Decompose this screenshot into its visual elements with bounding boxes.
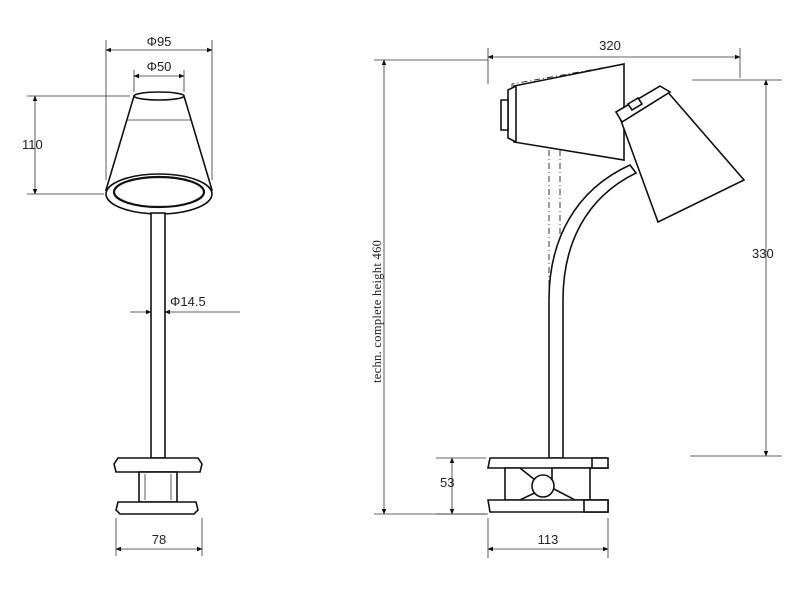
side-clamp [487,457,609,513]
dim-shade-height: 110 [22,137,43,152]
dim-clamp-depth: 113 [538,532,559,547]
dim-shade-outer-diameter: Φ95 [147,34,172,49]
side-head-tilted [614,85,746,224]
side-arm [548,164,638,459]
dim-stem-diameter: Φ14.5 [170,294,206,309]
dim-reach: 320 [599,38,621,53]
dim-total-height: techn. complete height 460 [370,240,384,383]
side-view: 320 330 techn. complete height 460 53 11… [370,38,782,558]
dim-clamp-height: 53 [440,475,454,490]
front-view: Φ95 Φ50 110 Φ14.5 78 [22,34,240,556]
dim-shade-inner-diameter: Φ50 [147,59,172,74]
side-head-upright [500,63,625,161]
dim-head-height: 330 [752,246,774,261]
front-stem [150,212,166,459]
dim-clamp-width: 78 [152,532,166,547]
front-clamp [113,457,203,515]
front-shade [104,91,214,215]
